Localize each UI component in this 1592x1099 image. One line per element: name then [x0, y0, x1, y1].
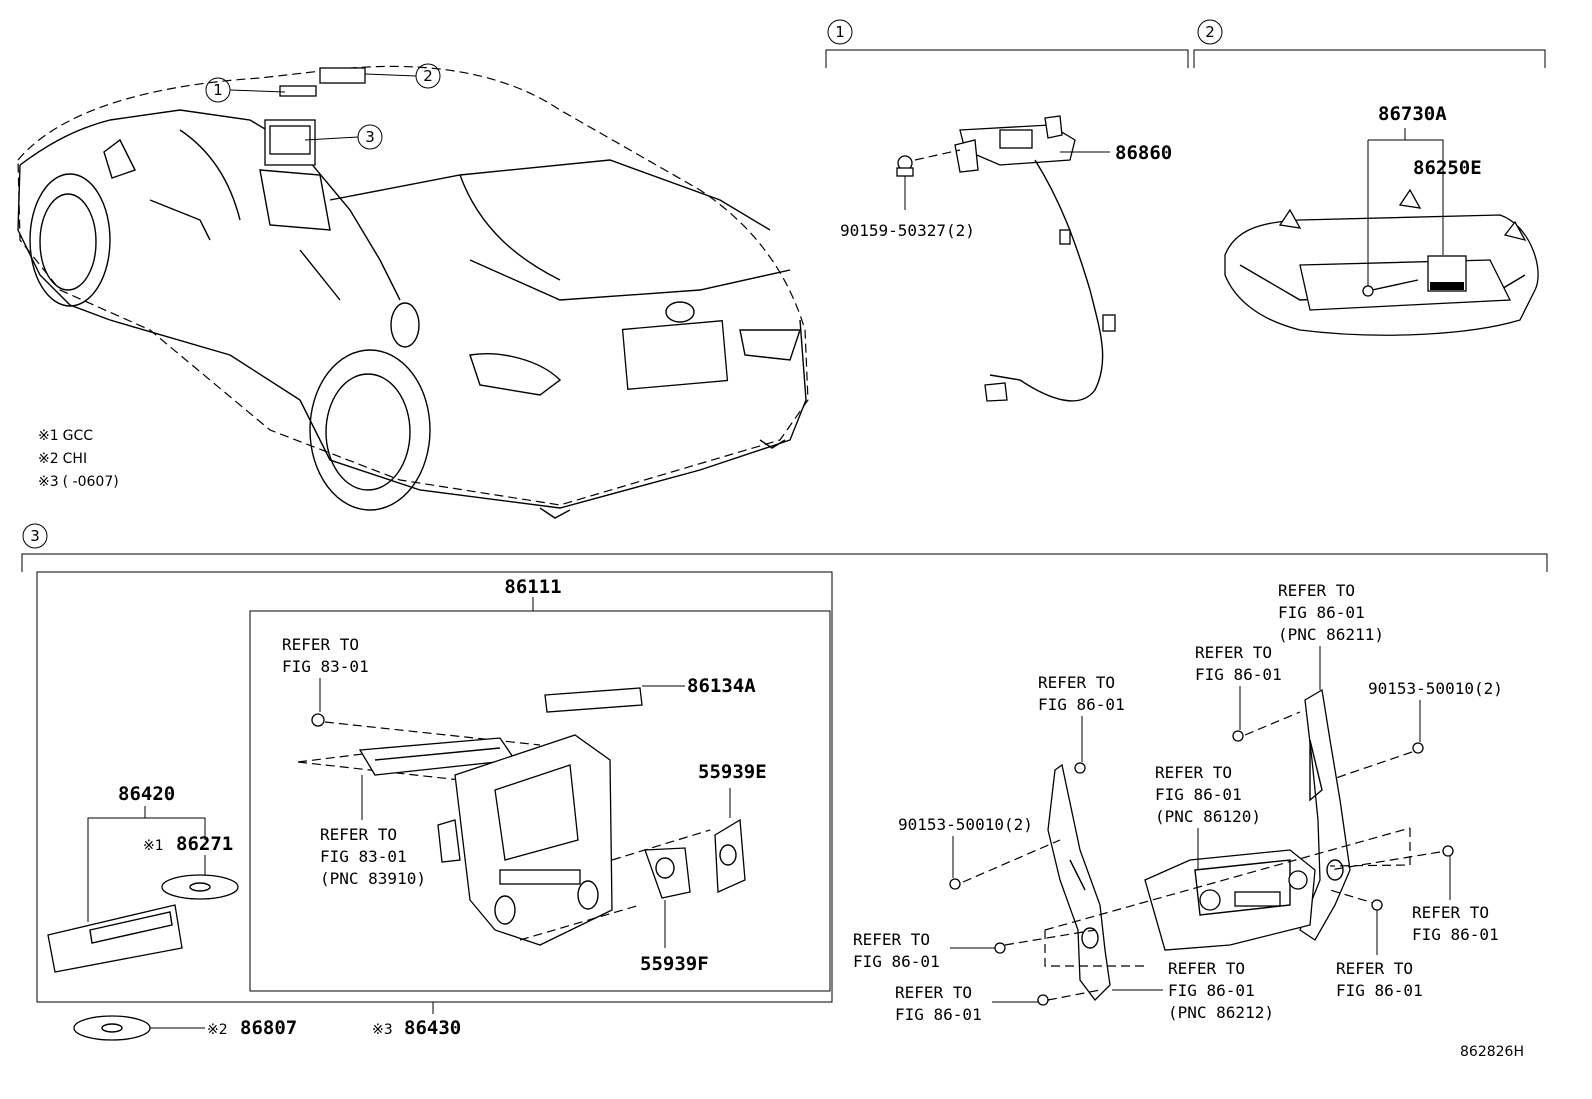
part-86111: 86111	[504, 576, 561, 598]
ref-fig-86-01-b-l1: REFER TO	[1195, 643, 1272, 662]
svg-text:3: 3	[365, 128, 375, 146]
part-55939F: 55939F	[640, 953, 709, 975]
ref-fig-86-01-c-l2: FIG 86-01	[1278, 603, 1365, 622]
part-86250E: 86250E	[1413, 157, 1482, 179]
ref-fig-83-01-mid-l2: FIG 83-01	[320, 847, 407, 866]
car-callout-1: 1	[205, 77, 286, 103]
svg-text:1: 1	[835, 23, 845, 41]
note-3: ※3( -0607)	[38, 474, 119, 490]
ref-fig-83-01-mid-l1: REFER TO	[320, 825, 397, 844]
ref-fig-86-01-g-l2: FIG 86-01	[1412, 925, 1499, 944]
ref-fig-86-01-e-l1: REFER TO	[853, 930, 930, 949]
section-1: 1 86860 90159-50327(2)	[825, 19, 1189, 402]
ref-fig-83-01-top-l1: REFER TO	[282, 635, 359, 654]
ref-fig-83-01-mid-l3: (PNC 83910)	[320, 869, 426, 888]
car-illustration	[17, 65, 809, 519]
part-86430: 86430	[404, 1017, 461, 1039]
ref-fig-86-01-d-l1: REFER TO	[1155, 763, 1232, 782]
svg-text:※1: ※1	[143, 838, 164, 854]
ref-fig-86-01-e-l2: FIG 86-01	[853, 952, 940, 971]
svg-text:1: 1	[213, 81, 223, 99]
ref-fig-86-01-c-l3: (PNC 86211)	[1278, 625, 1384, 644]
part-90159-50327: 90159-50327(2)	[840, 221, 975, 240]
ref-fig-86-01-a-l1: REFER TO	[1038, 673, 1115, 692]
ref-fig-86-01-f-l2: FIG 86-01	[895, 1005, 982, 1024]
ref-fig-86-01-h-l2: FIG 86-01	[1168, 981, 1255, 1000]
ref-fig-86-01-d-l3: (PNC 86120)	[1155, 807, 1261, 826]
ref-fig-86-01-h-l1: REFER TO	[1168, 959, 1245, 978]
svg-text:3: 3	[30, 527, 40, 545]
ref-fig-83-01-top-l2: FIG 83-01	[282, 657, 369, 676]
svg-text:※3: ※3	[372, 1022, 393, 1038]
ref-fig-86-01-c-l1: REFER TO	[1278, 581, 1355, 600]
ref-fig-86-01-b-l2: FIG 86-01	[1195, 665, 1282, 684]
figure-id: 862826H	[1460, 1044, 1524, 1060]
part-55939E: 55939E	[698, 761, 767, 783]
car-callout-3: 3	[304, 124, 383, 150]
svg-text:2: 2	[423, 67, 433, 85]
ref-fig-86-01-d-l2: FIG 86-01	[1155, 785, 1242, 804]
part-86807: 86807	[240, 1017, 297, 1039]
part-90153-50010-right: 90153-50010(2)	[1368, 679, 1503, 698]
ref-fig-86-01-h-l3: (PNC 86212)	[1168, 1003, 1274, 1022]
part-86271: 86271	[176, 833, 233, 855]
part-86730A: 86730A	[1378, 103, 1447, 125]
svg-text:2: 2	[1205, 23, 1215, 41]
ref-fig-86-01-a-l2: FIG 86-01	[1038, 695, 1125, 714]
part-86860: 86860	[1115, 142, 1172, 164]
car-callout-2: 2	[364, 63, 441, 89]
ref-fig-86-01-f-l1: REFER TO	[895, 983, 972, 1002]
ref-fig-86-01-i-l1: REFER TO	[1336, 959, 1413, 978]
part-86134A: 86134A	[687, 675, 756, 697]
part-86420: 86420	[118, 783, 175, 805]
ref-fig-86-01-g-l1: REFER TO	[1412, 903, 1489, 922]
section-2: 2 86730A 86250E	[1193, 19, 1546, 336]
part-90153-50010-left: 90153-50010(2)	[898, 815, 1033, 834]
svg-text:※2: ※2	[207, 1022, 228, 1038]
section-3: 3 86111 86134A REFER TO FIG 83-01 REFER …	[21, 523, 1548, 1041]
ref-fig-86-01-i-l2: FIG 86-01	[1336, 981, 1423, 1000]
